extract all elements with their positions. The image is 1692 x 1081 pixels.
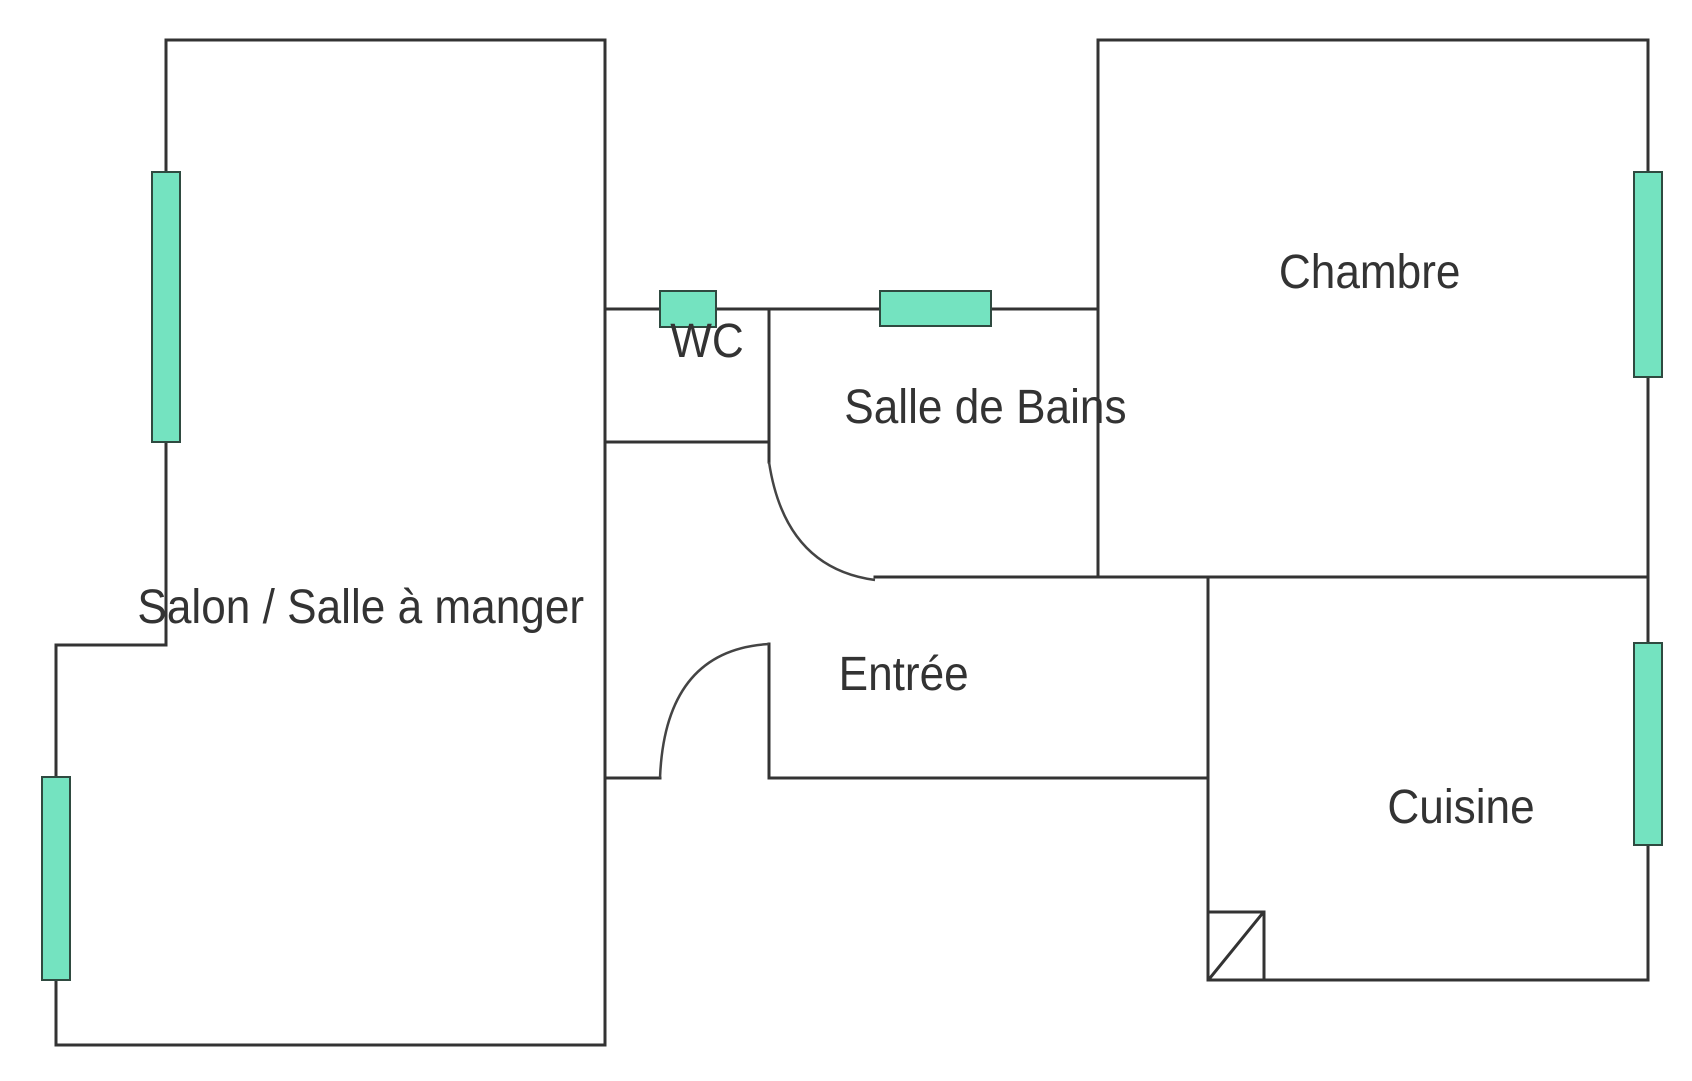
bedroom-label: Chambre <box>1279 244 1461 298</box>
wc-label: WC <box>670 313 744 367</box>
kitchen-label: Cuisine <box>1387 779 1534 833</box>
bathroom-door-arc <box>767 461 876 582</box>
bathroom-label: Salle de Bains <box>844 379 1126 433</box>
bedroom-outer-wall <box>1096 38 1650 578</box>
bathroom-window <box>879 290 992 327</box>
kitchen-duct-box <box>1206 910 1266 982</box>
windows <box>41 171 1663 981</box>
salon-walls <box>54 38 607 1047</box>
salon-label: Salon / Salle à manger <box>137 579 584 633</box>
wc-window <box>659 290 717 328</box>
entrance-door-jamb <box>767 642 1210 780</box>
entrance-door-arc <box>658 642 770 779</box>
bedroom-window <box>1633 171 1663 378</box>
room-labels: Salon / Salle à manger WC Salle de Bains… <box>137 244 1534 833</box>
salon-outer-wall <box>54 38 607 1047</box>
entrance-label: Entrée <box>839 646 969 700</box>
entrance-walls <box>603 642 1210 780</box>
salon-lower-window <box>41 776 71 981</box>
kitchen-duct-diagonal <box>1207 911 1265 981</box>
kitchen-window <box>1633 642 1663 846</box>
salon-upper-window <box>151 171 181 443</box>
